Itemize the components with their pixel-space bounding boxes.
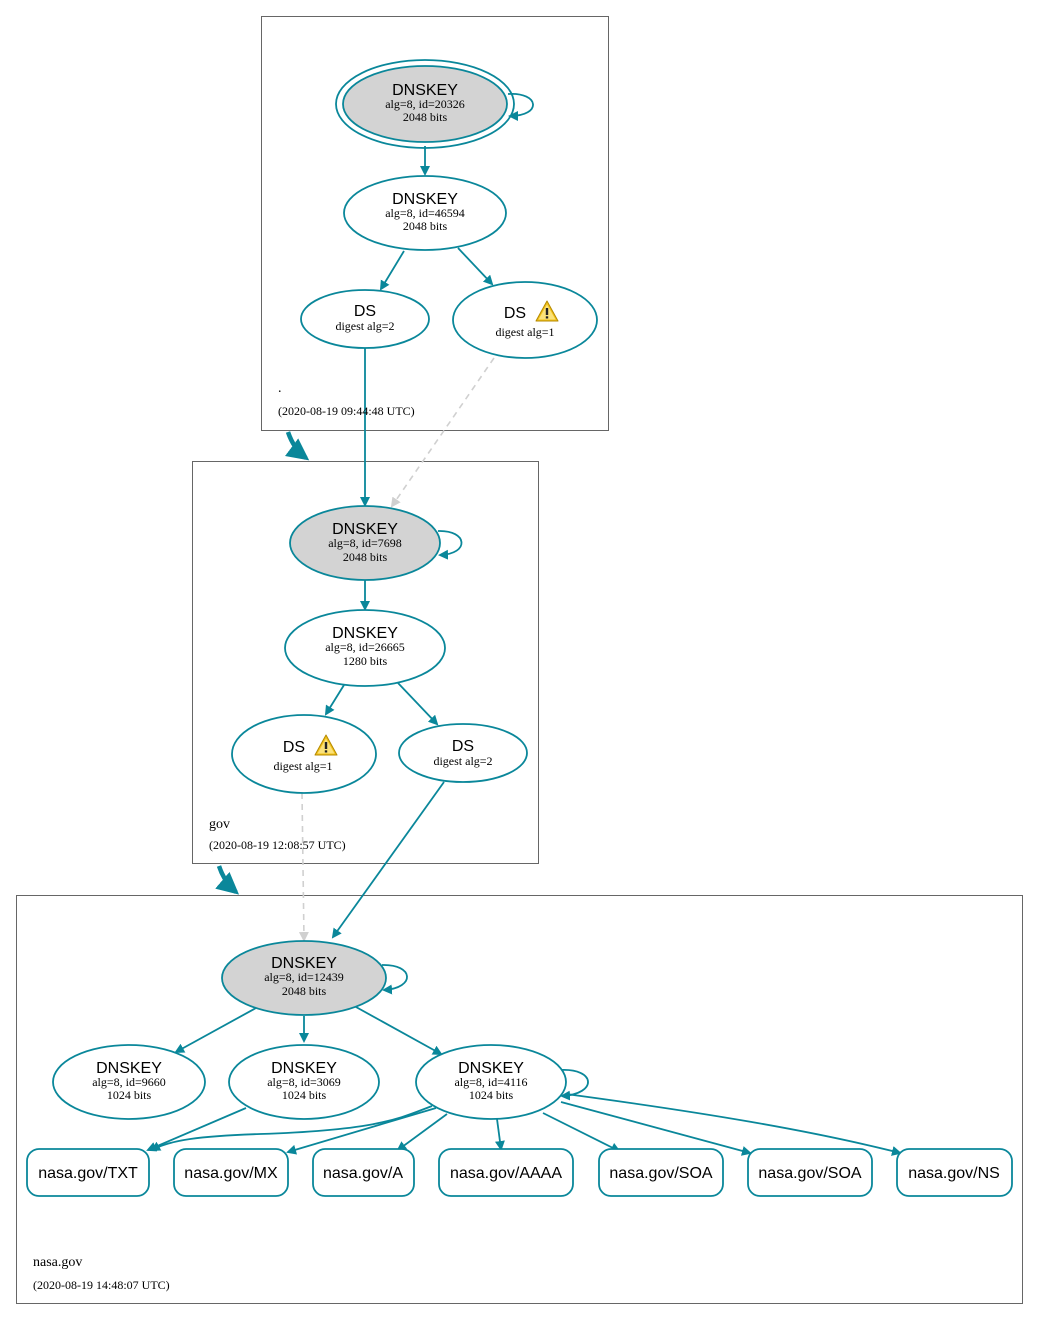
rrset-label: nasa.gov/AAAA: [450, 1165, 562, 1182]
edge-root-ds1-to-gov-ksk: [390, 357, 495, 508]
node-nasa-dnskey-4116[interactable]: DNSKEY alg=8, id=4116 1024 bits: [415, 1044, 567, 1120]
edge-root-zsk-to-ds2: [379, 250, 405, 291]
rrset-label: nasa.gov/MX: [184, 1165, 278, 1182]
node-title: DNSKEY: [271, 955, 337, 972]
zone-timestamp-root: (2020-08-19 09:44:48 UTC): [278, 404, 415, 418]
node-key-info: alg=8, id=7698: [328, 536, 402, 550]
edge-gov-zsk-to-ds2: [397, 682, 439, 726]
edge-k4116-to-soa1: [542, 1112, 621, 1152]
node-key-size: 1024 bits: [282, 1088, 327, 1102]
edge-k3069-to-txt: [146, 1107, 247, 1152]
zone-name-gov: gov: [209, 817, 230, 832]
node-key-size: 2048 bits: [343, 550, 388, 564]
node-key-size: 1024 bits: [107, 1088, 152, 1102]
node-title: DNSKEY: [96, 1060, 162, 1077]
node-key-size: 2048 bits: [403, 219, 448, 233]
rrset-txt[interactable]: nasa.gov/TXT: [26, 1148, 150, 1197]
edge-nasa-ksk-to-k4116: [355, 1006, 443, 1055]
rrset-mx[interactable]: nasa.gov/MX: [173, 1148, 289, 1197]
node-key-size: 2048 bits: [282, 984, 327, 998]
node-root-zsk[interactable]: DNSKEY alg=8, id=46594 2048 bits: [343, 175, 507, 251]
node-nasa-ksk[interactable]: DNSKEY alg=8, id=12439 2048 bits: [221, 940, 387, 1016]
rrset-soa-2[interactable]: nasa.gov/SOA: [747, 1148, 873, 1197]
rrset-label: nasa.gov/A: [323, 1165, 403, 1182]
edge-k4116-to-aaaa: [494, 1118, 505, 1151]
rrset-aaaa[interactable]: nasa.gov/AAAA: [438, 1148, 574, 1197]
edge-gov-zsk-to-ds1: [324, 684, 345, 716]
node-digest: digest alg=1: [273, 759, 332, 773]
node-key-size: 2048 bits: [403, 110, 448, 124]
node-title: DS: [283, 739, 305, 756]
edge-root-zsk-to-ds1: [457, 247, 494, 286]
rrset-a[interactable]: nasa.gov/A: [312, 1148, 415, 1197]
node-gov-ksk[interactable]: DNSKEY alg=8, id=7698 2048 bits: [289, 505, 441, 581]
self-sign-edge-gov-ksk: [437, 530, 463, 560]
node-key-info: alg=8, id=26665: [325, 640, 405, 654]
rrset-ns[interactable]: nasa.gov/NS: [896, 1148, 1013, 1197]
node-title: DNSKEY: [332, 625, 398, 642]
node-nasa-dnskey-9660[interactable]: DNSKEY alg=8, id=9660 1024 bits: [52, 1044, 206, 1120]
self-sign-edge-nasa-ksk: [381, 964, 408, 995]
edge-k4116-to-soa2: [560, 1101, 752, 1156]
node-title: DS: [354, 303, 376, 320]
node-key-info: alg=8, id=3069: [267, 1075, 341, 1089]
delegation-arrow-gov-to-nasa: [215, 865, 240, 895]
node-title: DNSKEY: [392, 191, 458, 208]
node-digest: digest alg=1: [495, 325, 554, 339]
node-root-ds-alg2[interactable]: DS digest alg=2: [300, 289, 430, 349]
rrset-label: nasa.gov/TXT: [38, 1165, 138, 1182]
edge-k4116-to-ns: [565, 1093, 902, 1156]
delegation-arrow-root-to-gov: [285, 431, 310, 461]
node-key-info: alg=8, id=12439: [264, 970, 344, 984]
zone-root: [261, 16, 609, 431]
edge-gov-ds1-to-nasa-ksk: [298, 792, 309, 942]
node-digest: digest alg=2: [335, 319, 394, 333]
node-gov-zsk[interactable]: DNSKEY alg=8, id=26665 1280 bits: [284, 609, 446, 687]
rrset-label: nasa.gov/SOA: [758, 1165, 862, 1182]
node-root-ksk[interactable]: DNSKEY alg=8, id=20326 2048 bits: [335, 59, 515, 149]
rrset-label: nasa.gov/NS: [908, 1165, 1000, 1182]
node-gov-ds-alg1[interactable]: DS digest alg=1: [231, 714, 377, 794]
node-nasa-dnskey-3069[interactable]: DNSKEY alg=8, id=3069 1024 bits: [228, 1044, 380, 1120]
edge-gov-ds2-to-nasa-ksk: [331, 781, 445, 939]
node-digest: digest alg=2: [433, 754, 492, 768]
node-key-info: alg=8, id=4116: [454, 1075, 527, 1089]
ksk-shape: [342, 65, 508, 143]
zone-nasa-gov: [16, 895, 1023, 1304]
edge-k4116-to-txt: [150, 1105, 433, 1151]
zone-timestamp-nasa-gov: (2020-08-19 14:48:07 UTC): [33, 1278, 170, 1292]
zone-name-nasa-gov: nasa.gov: [33, 1255, 82, 1270]
node-key-info: alg=8, id=9660: [92, 1075, 166, 1089]
node-title: DS: [504, 305, 526, 322]
edge-k4116-to-mx: [286, 1107, 437, 1155]
rrset-label: nasa.gov/SOA: [609, 1165, 713, 1182]
edge-nasa-ksk-to-k9660: [174, 1007, 257, 1053]
node-gov-ds-alg2[interactable]: DS digest alg=2: [398, 723, 528, 783]
node-title: DNSKEY: [392, 82, 458, 99]
node-key-info: alg=8, id=20326: [385, 97, 465, 111]
self-sign-edge-root-ksk: [507, 93, 534, 121]
node-title: DS: [452, 738, 474, 755]
node-key-info: alg=8, id=46594: [385, 206, 465, 220]
edge-k4116-to-a: [396, 1113, 448, 1152]
node-title: DNSKEY: [271, 1060, 337, 1077]
node-key-size: 1280 bits: [343, 654, 388, 668]
zone-name-root: .: [278, 381, 282, 396]
node-key-size: 1024 bits: [469, 1088, 514, 1102]
zone-timestamp-gov: (2020-08-19 12:08:57 UTC): [209, 838, 346, 852]
node-title: DNSKEY: [332, 521, 398, 538]
node-title: DNSKEY: [458, 1060, 524, 1077]
rrset-soa-1[interactable]: nasa.gov/SOA: [598, 1148, 724, 1197]
node-root-ds-alg1[interactable]: DS digest alg=1: [452, 281, 598, 359]
